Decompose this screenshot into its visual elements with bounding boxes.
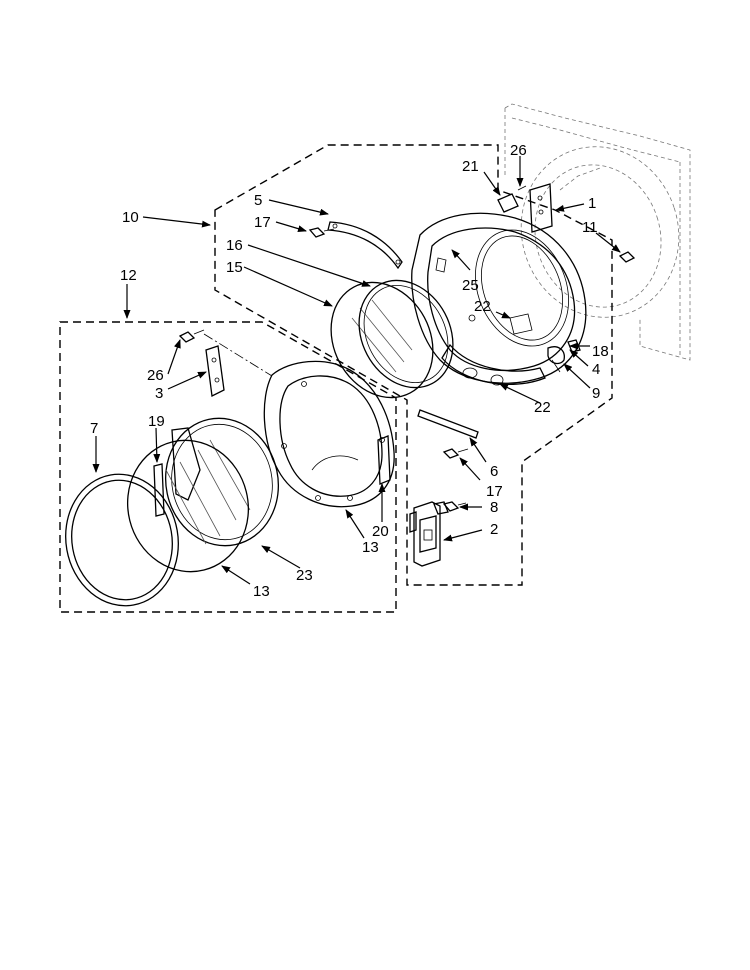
callout-11: 11 <box>582 219 598 236</box>
callout-17: 17 <box>486 483 503 500</box>
callout-3: 3 <box>155 385 163 402</box>
group-12-outline <box>59 321 397 613</box>
hinge-bracket-part <box>497 183 553 233</box>
group-10-outline <box>214 144 613 586</box>
outer-trim-ring-part <box>65 473 179 607</box>
door-lock-part <box>409 501 467 567</box>
callout-4: 4 <box>592 361 600 378</box>
callout-21: 19 <box>148 413 165 430</box>
dashdot-assembly-line <box>203 333 273 377</box>
callout-1: 1 <box>588 195 596 212</box>
callout-24: 22 <box>534 399 551 416</box>
hinge-plate-part <box>377 435 391 485</box>
callout-9: 9 <box>592 385 600 402</box>
handle-bar-part <box>417 409 479 439</box>
callout-2: 2 <box>490 521 498 538</box>
callout-23: 23 <box>296 567 313 584</box>
callout-22: 22 <box>474 298 491 315</box>
callout-26: 26 <box>510 142 527 159</box>
callout-18: 18 <box>592 343 609 360</box>
callout-22: 21 <box>462 158 479 175</box>
cabinet-outline <box>504 103 691 361</box>
callout-10: 10 <box>122 209 139 226</box>
callout-12: 12 <box>120 267 137 284</box>
screw-part <box>178 329 205 343</box>
callout-13: 13 <box>253 583 270 600</box>
callout-16: 16 <box>226 237 243 254</box>
screw-part <box>308 227 335 238</box>
callout-7: 7 <box>90 420 98 437</box>
callout-25: 25 <box>462 277 479 294</box>
callout-8: 8 <box>490 499 498 516</box>
door-gasket-part <box>358 279 454 389</box>
callout-20: 20 <box>372 523 389 540</box>
callout-6: 6 <box>490 463 498 480</box>
outer-door-frame-part <box>411 212 587 386</box>
handle-insert-part <box>153 463 165 517</box>
leader-lines <box>92 156 621 585</box>
inner-door-panel-part <box>164 417 280 547</box>
callout-26: 26 <box>147 367 164 384</box>
inner-glass-part <box>330 281 434 399</box>
callout-17: 17 <box>254 214 271 231</box>
callout-19: 13 <box>362 539 379 556</box>
callout-5: 5 <box>254 192 262 209</box>
hinge-strap-part <box>327 221 403 270</box>
inner-door-ring-part <box>263 360 395 508</box>
screw-part <box>618 251 636 263</box>
door-glass-part <box>126 439 250 573</box>
door-hinge-bracket-part <box>205 345 225 397</box>
callout-15: 15 <box>226 259 243 276</box>
screw-part <box>442 448 469 459</box>
callout-labels: 10 12 5 17 16 15 21 26 1 11 25 22 18 4 9… <box>90 142 609 600</box>
